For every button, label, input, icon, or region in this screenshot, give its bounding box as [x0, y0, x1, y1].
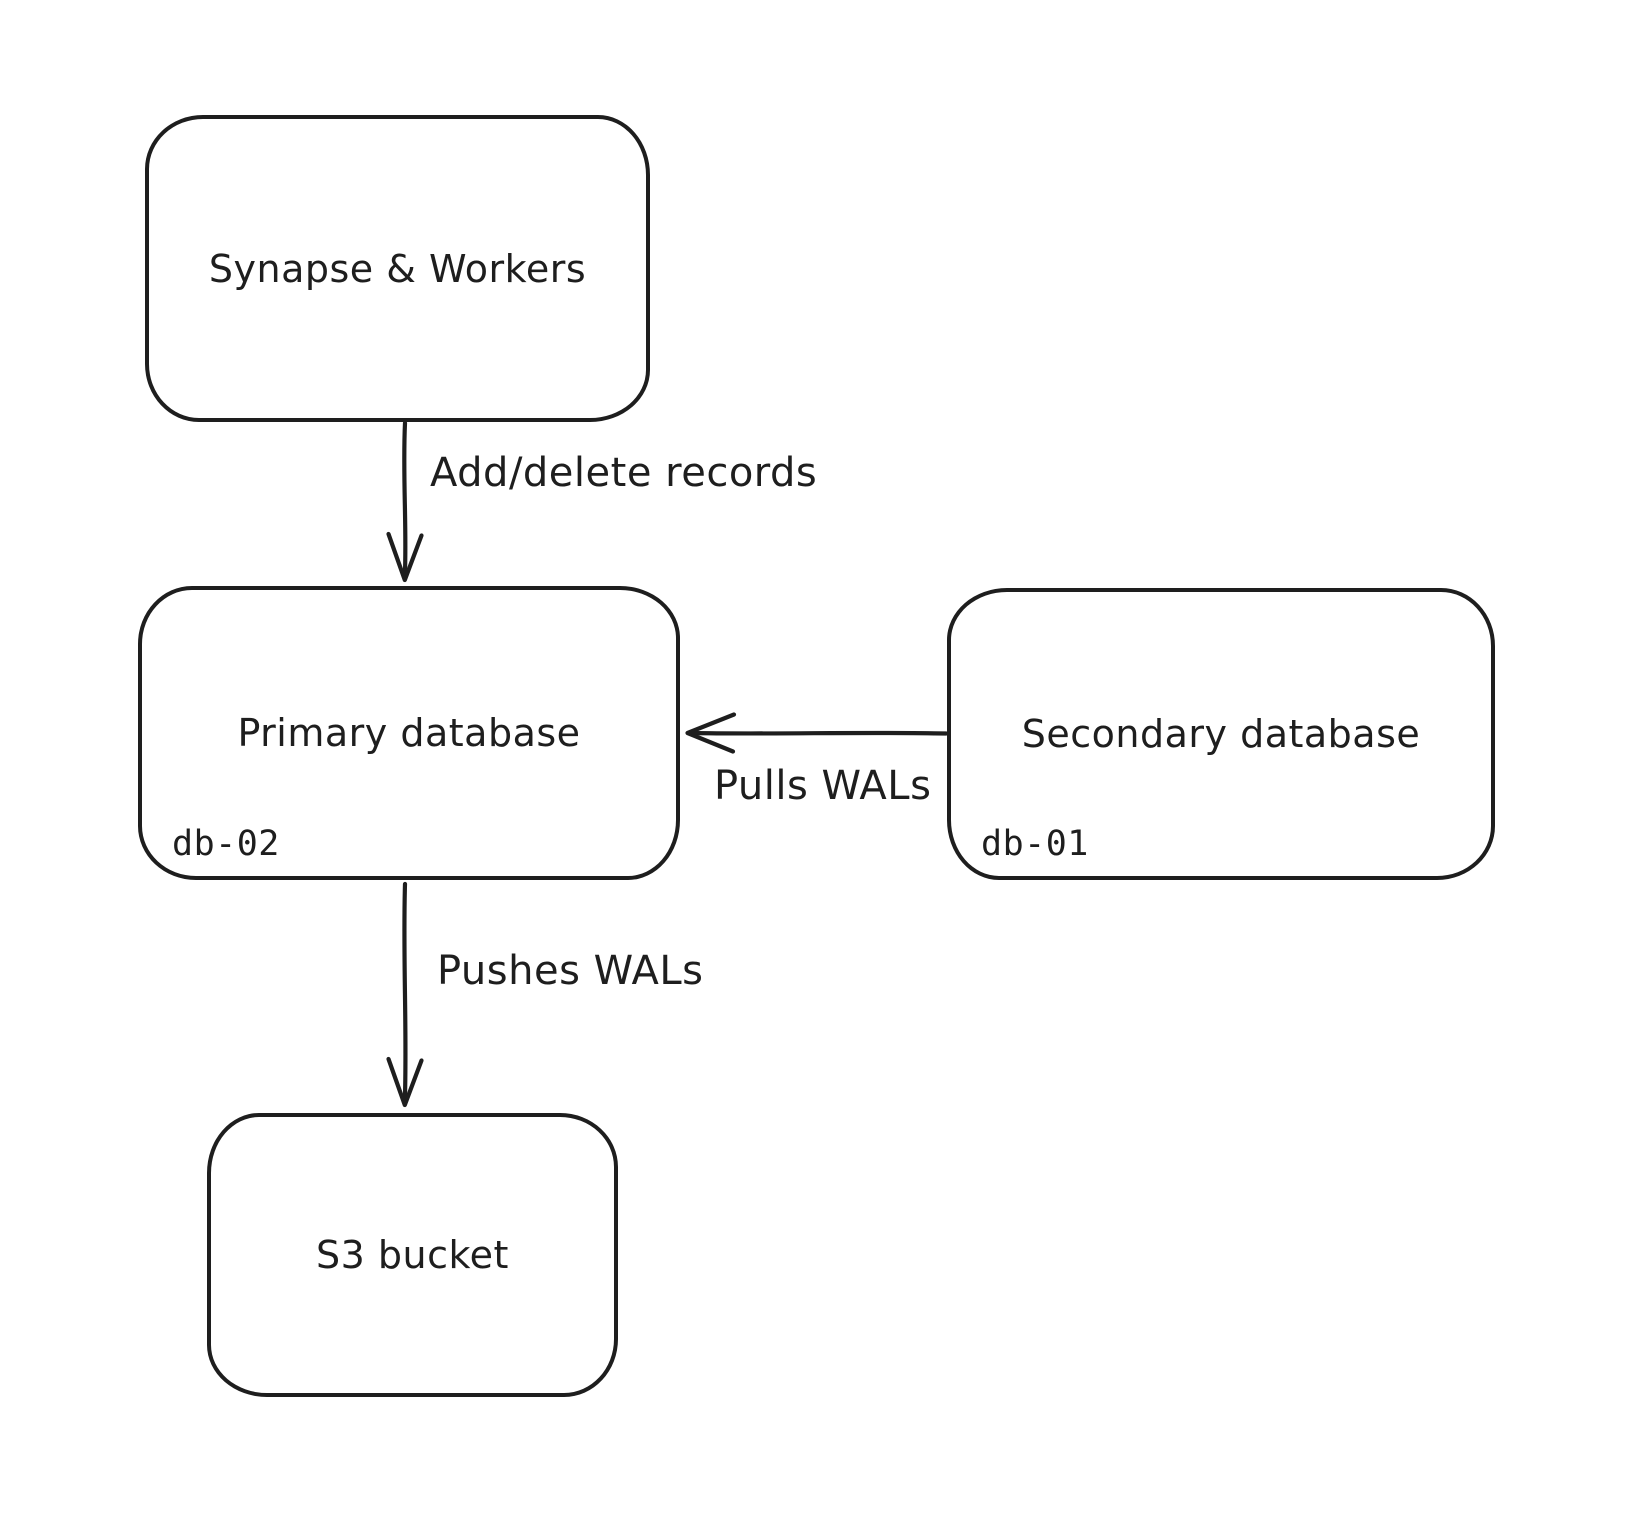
arrow-line	[402, 420, 408, 580]
edge-label-pulls-wals[interactable]: Pulls WALs	[714, 763, 932, 809]
arrow-line	[687, 730, 949, 736]
node-primary-database[interactable]: Primary database db-02	[138, 586, 680, 880]
node-s3-bucket[interactable]: S3 bucket	[207, 1113, 618, 1397]
node-label: Synapse & Workers	[208, 246, 587, 291]
primary-db-hostname: db-02	[172, 824, 280, 864]
edge-label-add-delete-records[interactable]: Add/delete records	[430, 450, 818, 496]
edge-label-pushes-wals[interactable]: Pushes WALs	[437, 948, 704, 994]
arrowhead-left-icon	[685, 712, 737, 754]
secondary-db-hostname: db-01	[981, 824, 1089, 864]
arrow-pulls-wals[interactable]	[685, 712, 949, 754]
node-label: Primary database	[237, 711, 581, 755]
node-synapse-workers[interactable]: Synapse & Workers	[145, 115, 650, 422]
arrowhead-down-icon	[386, 1056, 424, 1108]
arrowhead-down-icon	[386, 531, 424, 583]
arrow-line	[402, 881, 408, 1105]
node-label: S3 bucket	[316, 1233, 509, 1277]
arrow-add-delete-records[interactable]	[386, 420, 424, 583]
node-label: Secondary database	[1021, 712, 1421, 756]
node-secondary-database[interactable]: Secondary database db-01	[947, 588, 1495, 880]
arrow-pushes-wals[interactable]	[386, 881, 424, 1108]
